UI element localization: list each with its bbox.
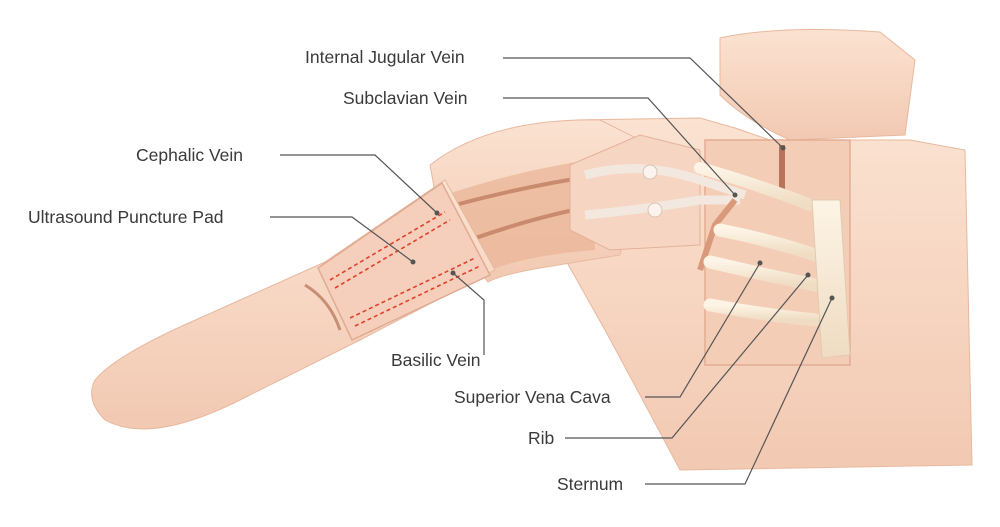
label-subclavian-vein: Subclavian Vein bbox=[343, 88, 468, 108]
pad-basilic-dash-2 bbox=[354, 265, 481, 327]
pad-cephalic-dash-2 bbox=[334, 219, 451, 289]
leader-lines bbox=[270, 57, 833, 485]
dot-sternum bbox=[829, 295, 835, 301]
dot-internal-jugular bbox=[780, 145, 786, 151]
tube-connector-2 bbox=[647, 202, 663, 218]
leader-sternum bbox=[645, 297, 833, 485]
pad-basilic-dash-1 bbox=[349, 257, 476, 319]
tube-connector-1 bbox=[642, 164, 658, 180]
rib-2 bbox=[703, 255, 822, 292]
dot-superior-vena-cava bbox=[757, 260, 763, 266]
leader-dots bbox=[410, 145, 835, 301]
dot-basilic bbox=[450, 270, 456, 276]
leader-subclavian bbox=[503, 97, 736, 196]
label-ultrasound-puncture-pad: Ultrasound Puncture Pad bbox=[28, 207, 224, 227]
label-basilic-vein: Basilic Vein bbox=[391, 350, 481, 370]
leader-ultrasound-pad bbox=[270, 216, 414, 263]
arm-vessel-channel bbox=[445, 160, 595, 270]
label-internal-jugular-vein: Internal Jugular Vein bbox=[305, 47, 465, 67]
label-rib: Rib bbox=[528, 428, 555, 448]
leader-cephalic bbox=[280, 154, 438, 214]
shoulder-cap bbox=[569, 134, 701, 251]
leader-internal-jugular bbox=[503, 57, 784, 149]
neck bbox=[719, 29, 916, 141]
label-sternum: Sternum bbox=[557, 474, 624, 494]
label-cephalic-vein: Cephalic Vein bbox=[136, 145, 244, 165]
label-superior-vena-cava: Superior Vena Cava bbox=[454, 387, 611, 407]
leader-superior-vena-cava bbox=[645, 262, 761, 398]
dot-ultrasound-pad bbox=[410, 259, 416, 265]
leader-rib bbox=[565, 274, 809, 439]
dot-subclavian bbox=[732, 192, 738, 198]
rib-3 bbox=[703, 298, 822, 327]
sternum bbox=[811, 199, 851, 359]
leader-basilic bbox=[452, 272, 485, 355]
dot-cephalic bbox=[434, 210, 440, 216]
pad-cephalic-dash-1 bbox=[329, 211, 446, 281]
forearm-vein-groove bbox=[304, 283, 342, 331]
rib-1 bbox=[713, 223, 822, 262]
clavicle bbox=[694, 162, 816, 211]
dot-rib bbox=[805, 272, 811, 278]
subclavian-tube-lower bbox=[584, 195, 740, 220]
superior-vena-cava-tube bbox=[697, 198, 738, 271]
